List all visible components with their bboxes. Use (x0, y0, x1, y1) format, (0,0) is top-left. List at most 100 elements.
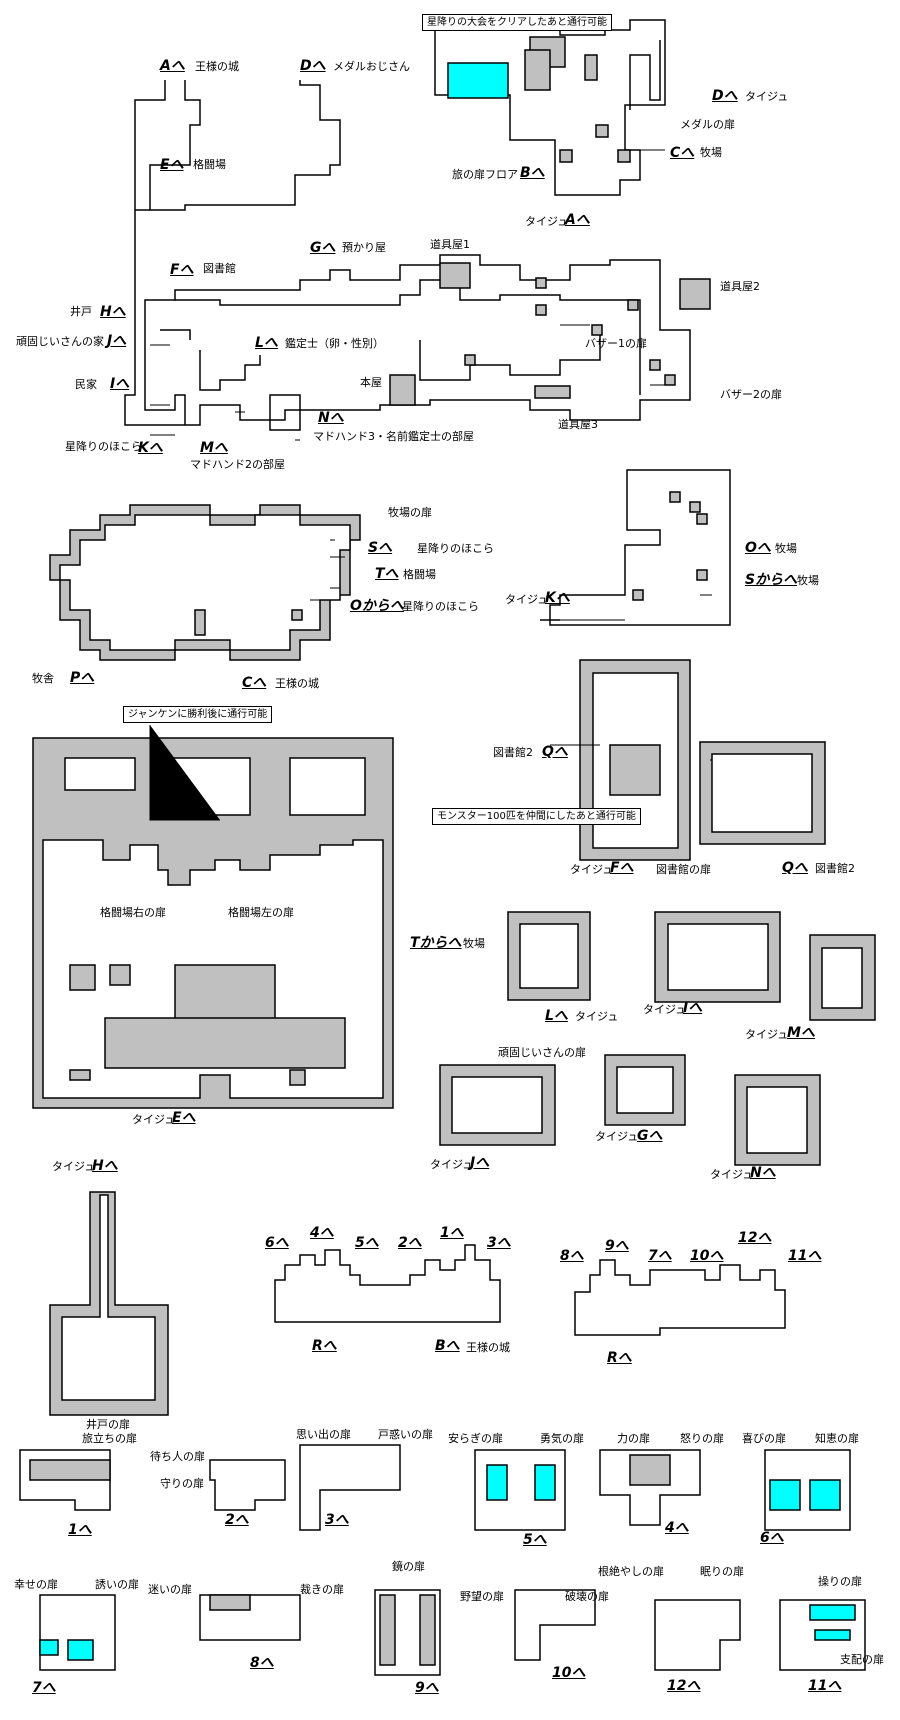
shrine-tag-5[interactable]: 5へ (523, 1532, 547, 1548)
shrine-tag-10[interactable]: 10へ (552, 1665, 586, 1681)
label-appraiser: 鑑定士（卵・性別） (285, 337, 384, 350)
label-kings-castle-3: 王様の城 (466, 1341, 510, 1354)
label-portal-floor: 旅の扉フロア (452, 168, 518, 181)
label-ranch-3: 牧場 (797, 574, 819, 587)
label-taiju-10: タイジュ (595, 1130, 639, 1143)
tag-l[interactable]: Lへ (255, 335, 278, 351)
tag-g[interactable]: Gへ (310, 240, 336, 256)
label-well-door: 井戸の扉 (86, 1418, 130, 1431)
label-madhand-3: マドハンド3・名前鑑定士の部屋 (313, 430, 474, 443)
hub-tag-8[interactable]: 8へ (560, 1248, 584, 1264)
hub-tag-11[interactable]: 11へ (788, 1248, 822, 1264)
note-monster: モンスター100匹を仲間にしたあと通行可能 (432, 808, 641, 825)
label-bazaar-2: バザー2の扉 (720, 388, 782, 401)
shrine-2 (209, 1459, 286, 1511)
hub-tag-7[interactable]: 7へ (648, 1248, 672, 1264)
tag-c2[interactable]: Cへ (242, 675, 267, 691)
hub-tag-9[interactable]: 9へ (605, 1238, 629, 1254)
hub-tag-2[interactable]: 2へ (398, 1235, 422, 1251)
tag-m2[interactable]: Mへ (787, 1025, 815, 1041)
tag-q2[interactable]: Qへ (782, 860, 808, 876)
label-waiting-door: 待ち人の扉 (150, 1450, 205, 1463)
shrine-tag-4[interactable]: 4へ (665, 1520, 689, 1536)
shrine-tag-9[interactable]: 9へ (415, 1680, 439, 1696)
shrine-11 (779, 1599, 866, 1671)
label-taiju-11: タイジュ (710, 1168, 754, 1181)
tag-i2[interactable]: Iへ (683, 1000, 703, 1016)
tag-q[interactable]: Qへ (542, 744, 568, 760)
label-well: 井戸 (70, 305, 92, 318)
tag-e[interactable]: Eへ (160, 157, 184, 173)
shrine-tag-1[interactable]: 1へ (68, 1522, 92, 1538)
label-ambition-door: 野望の扉 (460, 1590, 504, 1603)
tag-f2[interactable]: Fへ (610, 860, 634, 876)
tag-b[interactable]: Bへ (520, 165, 545, 181)
tag-k2[interactable]: Kへ (545, 590, 570, 606)
label-star-shrine-2: 星降りのほこら (417, 542, 494, 555)
shrine-tag-7[interactable]: 7へ (32, 1680, 56, 1696)
tag-d2[interactable]: Dへ (712, 88, 738, 104)
label-library-2b: 図書館2 (815, 862, 855, 875)
tag-t-from[interactable]: Tからへ (410, 935, 462, 951)
hub-tag-3[interactable]: 3へ (487, 1235, 511, 1251)
label-wisdom-door: 知恵の扉 (815, 1432, 859, 1445)
hub-tag-b[interactable]: Bへ (435, 1338, 460, 1354)
tag-s-from[interactable]: Sからへ (745, 572, 798, 588)
hub-tag-6[interactable]: 6へ (265, 1235, 289, 1251)
tag-a[interactable]: Aへ (160, 58, 185, 74)
hub-tag-10[interactable]: 10へ (690, 1248, 724, 1264)
label-taiju-7: タイジュ (643, 1003, 687, 1016)
label-arena: 格闘場 (193, 158, 226, 171)
label-medal-door: メダルの扉 (680, 118, 735, 131)
label-stubborn-door: 頑固じいさんの扉 (498, 1046, 586, 1059)
hub-tag-1[interactable]: 1へ (440, 1225, 464, 1241)
hub-tag-r2[interactable]: Rへ (607, 1350, 632, 1366)
tag-d[interactable]: Dへ (300, 58, 326, 74)
shrine-tag-6[interactable]: 6へ (760, 1530, 784, 1546)
tag-o-from[interactable]: Oからへ (350, 598, 404, 614)
tag-l2[interactable]: Lへ (545, 1008, 568, 1024)
hub-right-outline (574, 1259, 786, 1336)
shrine-tag-12[interactable]: 12へ (667, 1678, 701, 1694)
tag-s[interactable]: Sへ (368, 540, 393, 556)
tag-t[interactable]: Tへ (375, 566, 399, 582)
label-invitation-door: 誘いの扉 (95, 1578, 139, 1591)
tag-h2[interactable]: Hへ (92, 1158, 118, 1174)
hub-tag-4[interactable]: 4へ (310, 1225, 334, 1241)
tag-n2[interactable]: Nへ (750, 1165, 776, 1181)
label-taiju-5: タイジュ (570, 863, 614, 876)
label-confusion-door: 戸惑いの扉 (378, 1428, 433, 1441)
tag-i[interactable]: Iへ (110, 376, 130, 392)
tag-h[interactable]: Hへ (100, 304, 126, 320)
town-inner-path (135, 209, 641, 395)
tag-m[interactable]: Mへ (200, 440, 228, 456)
tag-n[interactable]: Nへ (318, 410, 344, 426)
hub-left-outline (274, 1244, 501, 1323)
shrine-9 (374, 1589, 441, 1676)
tag-g2[interactable]: Gへ (637, 1128, 663, 1144)
label-bazaar-1: バザー1の扉 (585, 337, 647, 350)
shrine-tag-3[interactable]: 3へ (325, 1512, 349, 1528)
shrine-tag-2[interactable]: 2へ (225, 1512, 249, 1528)
tag-j[interactable]: Jへ (107, 333, 127, 349)
shrine-tag-8[interactable]: 8へ (250, 1655, 274, 1671)
hub-tag-12[interactable]: 12へ (738, 1230, 772, 1246)
town-north-path (149, 80, 341, 211)
label-library-door: 図書館の扉 (656, 863, 711, 876)
label-storage: 預かり屋 (342, 241, 386, 254)
tag-j2[interactable]: Jへ (470, 1155, 490, 1171)
hub-tag-5[interactable]: 5へ (355, 1235, 379, 1251)
tag-e2[interactable]: Eへ (172, 1110, 196, 1126)
tag-k[interactable]: Kへ (138, 440, 163, 456)
tag-p[interactable]: Pへ (70, 670, 95, 686)
tag-c[interactable]: Cへ (670, 145, 695, 161)
label-item-shop-2: 道具屋2 (720, 280, 760, 293)
hub-tag-r1[interactable]: Rへ (312, 1338, 337, 1354)
tag-f[interactable]: Fへ (170, 262, 194, 278)
label-happiness-door: 幸せの扉 (14, 1578, 58, 1591)
tag-a2[interactable]: Aへ (565, 212, 590, 228)
shrine-tag-11[interactable]: 11へ (808, 1678, 842, 1694)
label-star-shrine-3: 星降りのほこら (402, 600, 479, 613)
tag-o[interactable]: Oへ (745, 540, 771, 556)
ranch-side-outline (540, 469, 731, 626)
